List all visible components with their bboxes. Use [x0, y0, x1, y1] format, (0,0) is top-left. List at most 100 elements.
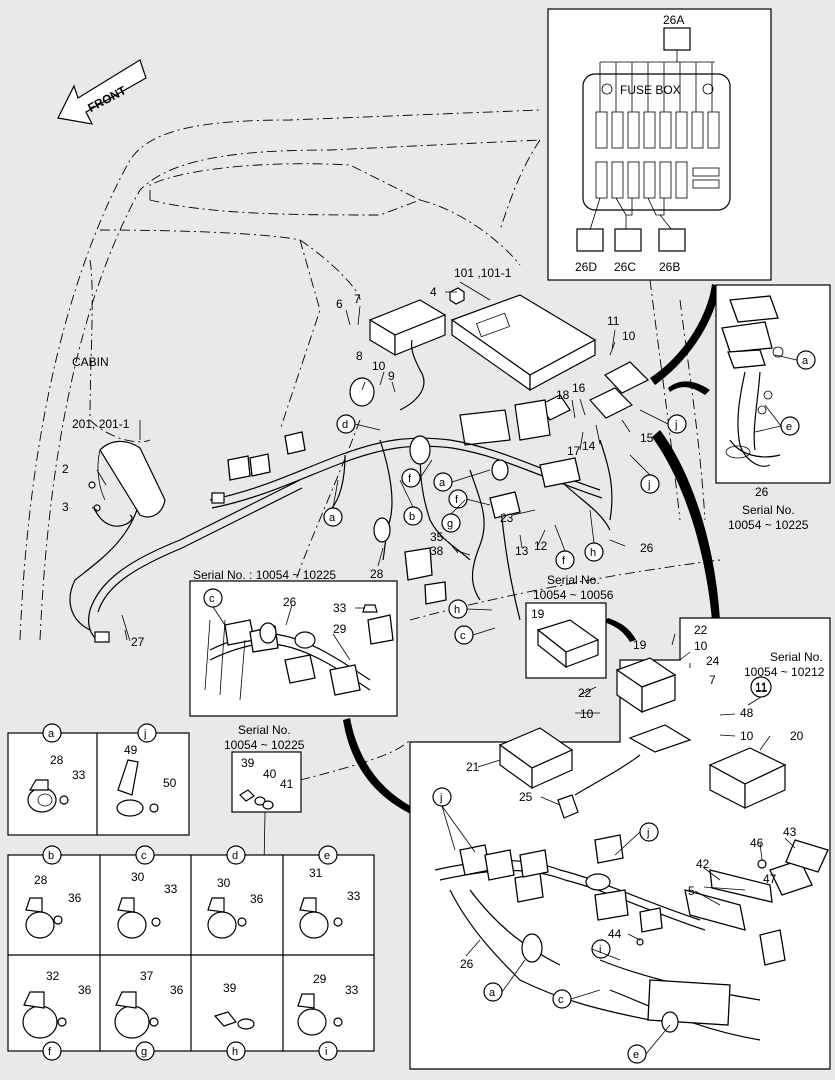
serial-note-5-line1: Serial No.: [742, 503, 795, 517]
callout-6: 6: [336, 297, 343, 311]
clamp-i-icon: [297, 993, 343, 1036]
letter-c-inset: c: [209, 593, 215, 605]
callout-13: 13: [515, 544, 529, 558]
hardware-inset: [231, 751, 302, 980]
relay-cluster: [459, 361, 650, 446]
letter-d: d: [342, 419, 348, 431]
clamp-d-part1: 30: [217, 876, 231, 890]
letter-a-lower: a: [489, 987, 496, 999]
callout-2: 2: [62, 462, 69, 476]
callout-18: 18: [556, 388, 570, 402]
letter-e-lower: e: [633, 1049, 639, 1061]
fuse-26a-label: 26A: [663, 13, 684, 27]
front-arrow: FRONT: [57, 59, 147, 125]
serial-note-2-line1: Serial No.: [547, 573, 600, 587]
clamp-d-icon: [207, 897, 247, 939]
clamp-e-part2: 33: [347, 889, 361, 903]
callout-46: 46: [750, 836, 764, 850]
clamp-d-part2: 36: [250, 892, 264, 906]
fuse-26b-icon: [658, 228, 686, 252]
clamp-labels: a 28 33 j 49 50 b 28 36 c 30 33 d 30 36 …: [34, 728, 361, 1058]
clamp-j-letter: j: [143, 728, 146, 740]
callout-44: 44: [608, 927, 622, 941]
callout-3: 3: [62, 500, 69, 514]
cabin-label: CABIN: [72, 355, 109, 369]
clamp-a-icon: [27, 779, 69, 813]
fuse-26a-icon: [663, 27, 691, 51]
callout-20: 20: [790, 729, 804, 743]
callout-26-relay-inset: 26: [755, 485, 769, 499]
callout-17: 17: [567, 444, 581, 458]
main-harness: [69, 339, 613, 643]
serial-note-1: Serial No. : 10054 ~ 10225: [193, 568, 336, 582]
callout-15: 15: [640, 431, 654, 445]
callout-38: 38: [430, 544, 444, 558]
letter-h: h: [590, 547, 596, 559]
letter-j-lower: j: [439, 792, 442, 804]
bolt-h-icon: [213, 1011, 255, 1030]
speaker-8: [349, 377, 375, 407]
clamp-i-part2: 33: [345, 983, 359, 997]
clamp-i-letter: i: [325, 1046, 327, 1058]
letter-a-2: a: [439, 477, 446, 489]
callout-9: 9: [388, 369, 395, 383]
callout-11: 11: [607, 314, 620, 328]
callout-47: 47: [763, 872, 777, 886]
letter-labels: d a b f a f g h f h c j j a e c j j i a …: [209, 355, 809, 1061]
nut-4: [449, 287, 465, 305]
letter-j-lower-2: j: [646, 827, 649, 839]
clamp-b-part2: 36: [68, 891, 82, 905]
callout-35: 35: [430, 530, 444, 544]
fuse-26c-icon: [614, 228, 642, 252]
number-leaders: [91, 281, 796, 957]
callout-5: 5: [688, 884, 695, 898]
letter-leaders: [212, 354, 798, 1055]
clamp-b-part1: 28: [34, 873, 48, 887]
clamp-h-part1: 39: [223, 981, 237, 995]
connector-inset-left: [189, 580, 398, 717]
clamp-c-part1: 30: [131, 870, 145, 884]
fuse-row-bottom: [595, 161, 720, 199]
callout-7: 7: [354, 292, 361, 306]
callout-12: 12: [534, 539, 548, 553]
callout-22b: 22: [578, 686, 592, 700]
callout-24: 24: [706, 654, 720, 668]
serial-note-3-line2: 10054 ~ 10225: [224, 738, 305, 752]
clamp-e-letter: e: [324, 850, 330, 862]
clamp-h-letter: h: [232, 1046, 238, 1058]
leader-curves: [343, 284, 720, 821]
clamp-d-letter: d: [232, 850, 238, 862]
callout-41: 41: [280, 777, 294, 791]
clamp-g-icon: [114, 991, 159, 1039]
callout-16: 16: [572, 381, 586, 395]
clamp-g-part2: 36: [170, 983, 184, 997]
monitor-201: [88, 440, 166, 527]
letter-c: c: [460, 630, 466, 642]
letter-i-lower: i: [599, 944, 601, 956]
fuse-box-inset: FUSE BOX 26A 2: [547, 8, 772, 281]
callout-28: 28: [370, 567, 384, 581]
clamp-j-icon: [116, 759, 159, 817]
clamp-a-part2: 33: [72, 768, 86, 782]
callout-26-main: 26: [640, 541, 654, 555]
fuse-row-top: [595, 111, 720, 149]
fuse-26d-label: 26D: [575, 260, 597, 274]
callout-101: 101 ,101-1: [454, 266, 512, 280]
clamp-f-part1: 32: [46, 969, 60, 983]
clamp-e-icon: [299, 897, 343, 939]
fuse-box-label: FUSE BOX: [620, 83, 681, 97]
callout-10a: 10: [372, 359, 386, 373]
serial-note-4-line2: 10054 ~ 10212: [744, 665, 825, 679]
clamp-b-letter: b: [48, 850, 54, 862]
letter-f-1: f: [408, 473, 412, 485]
fuse-26c-label: 26C: [614, 260, 636, 274]
letter-j-2: j: [647, 479, 650, 491]
letter-e-inset: e: [786, 421, 792, 433]
clamp-c-icon: [117, 897, 161, 939]
lower-right-assembly: [409, 617, 831, 1070]
letter-c-lower: c: [558, 994, 564, 1006]
clamp-f-part2: 36: [78, 983, 92, 997]
callout-26-inset: 26: [283, 595, 297, 609]
clamp-e-part1: 31: [309, 866, 323, 880]
